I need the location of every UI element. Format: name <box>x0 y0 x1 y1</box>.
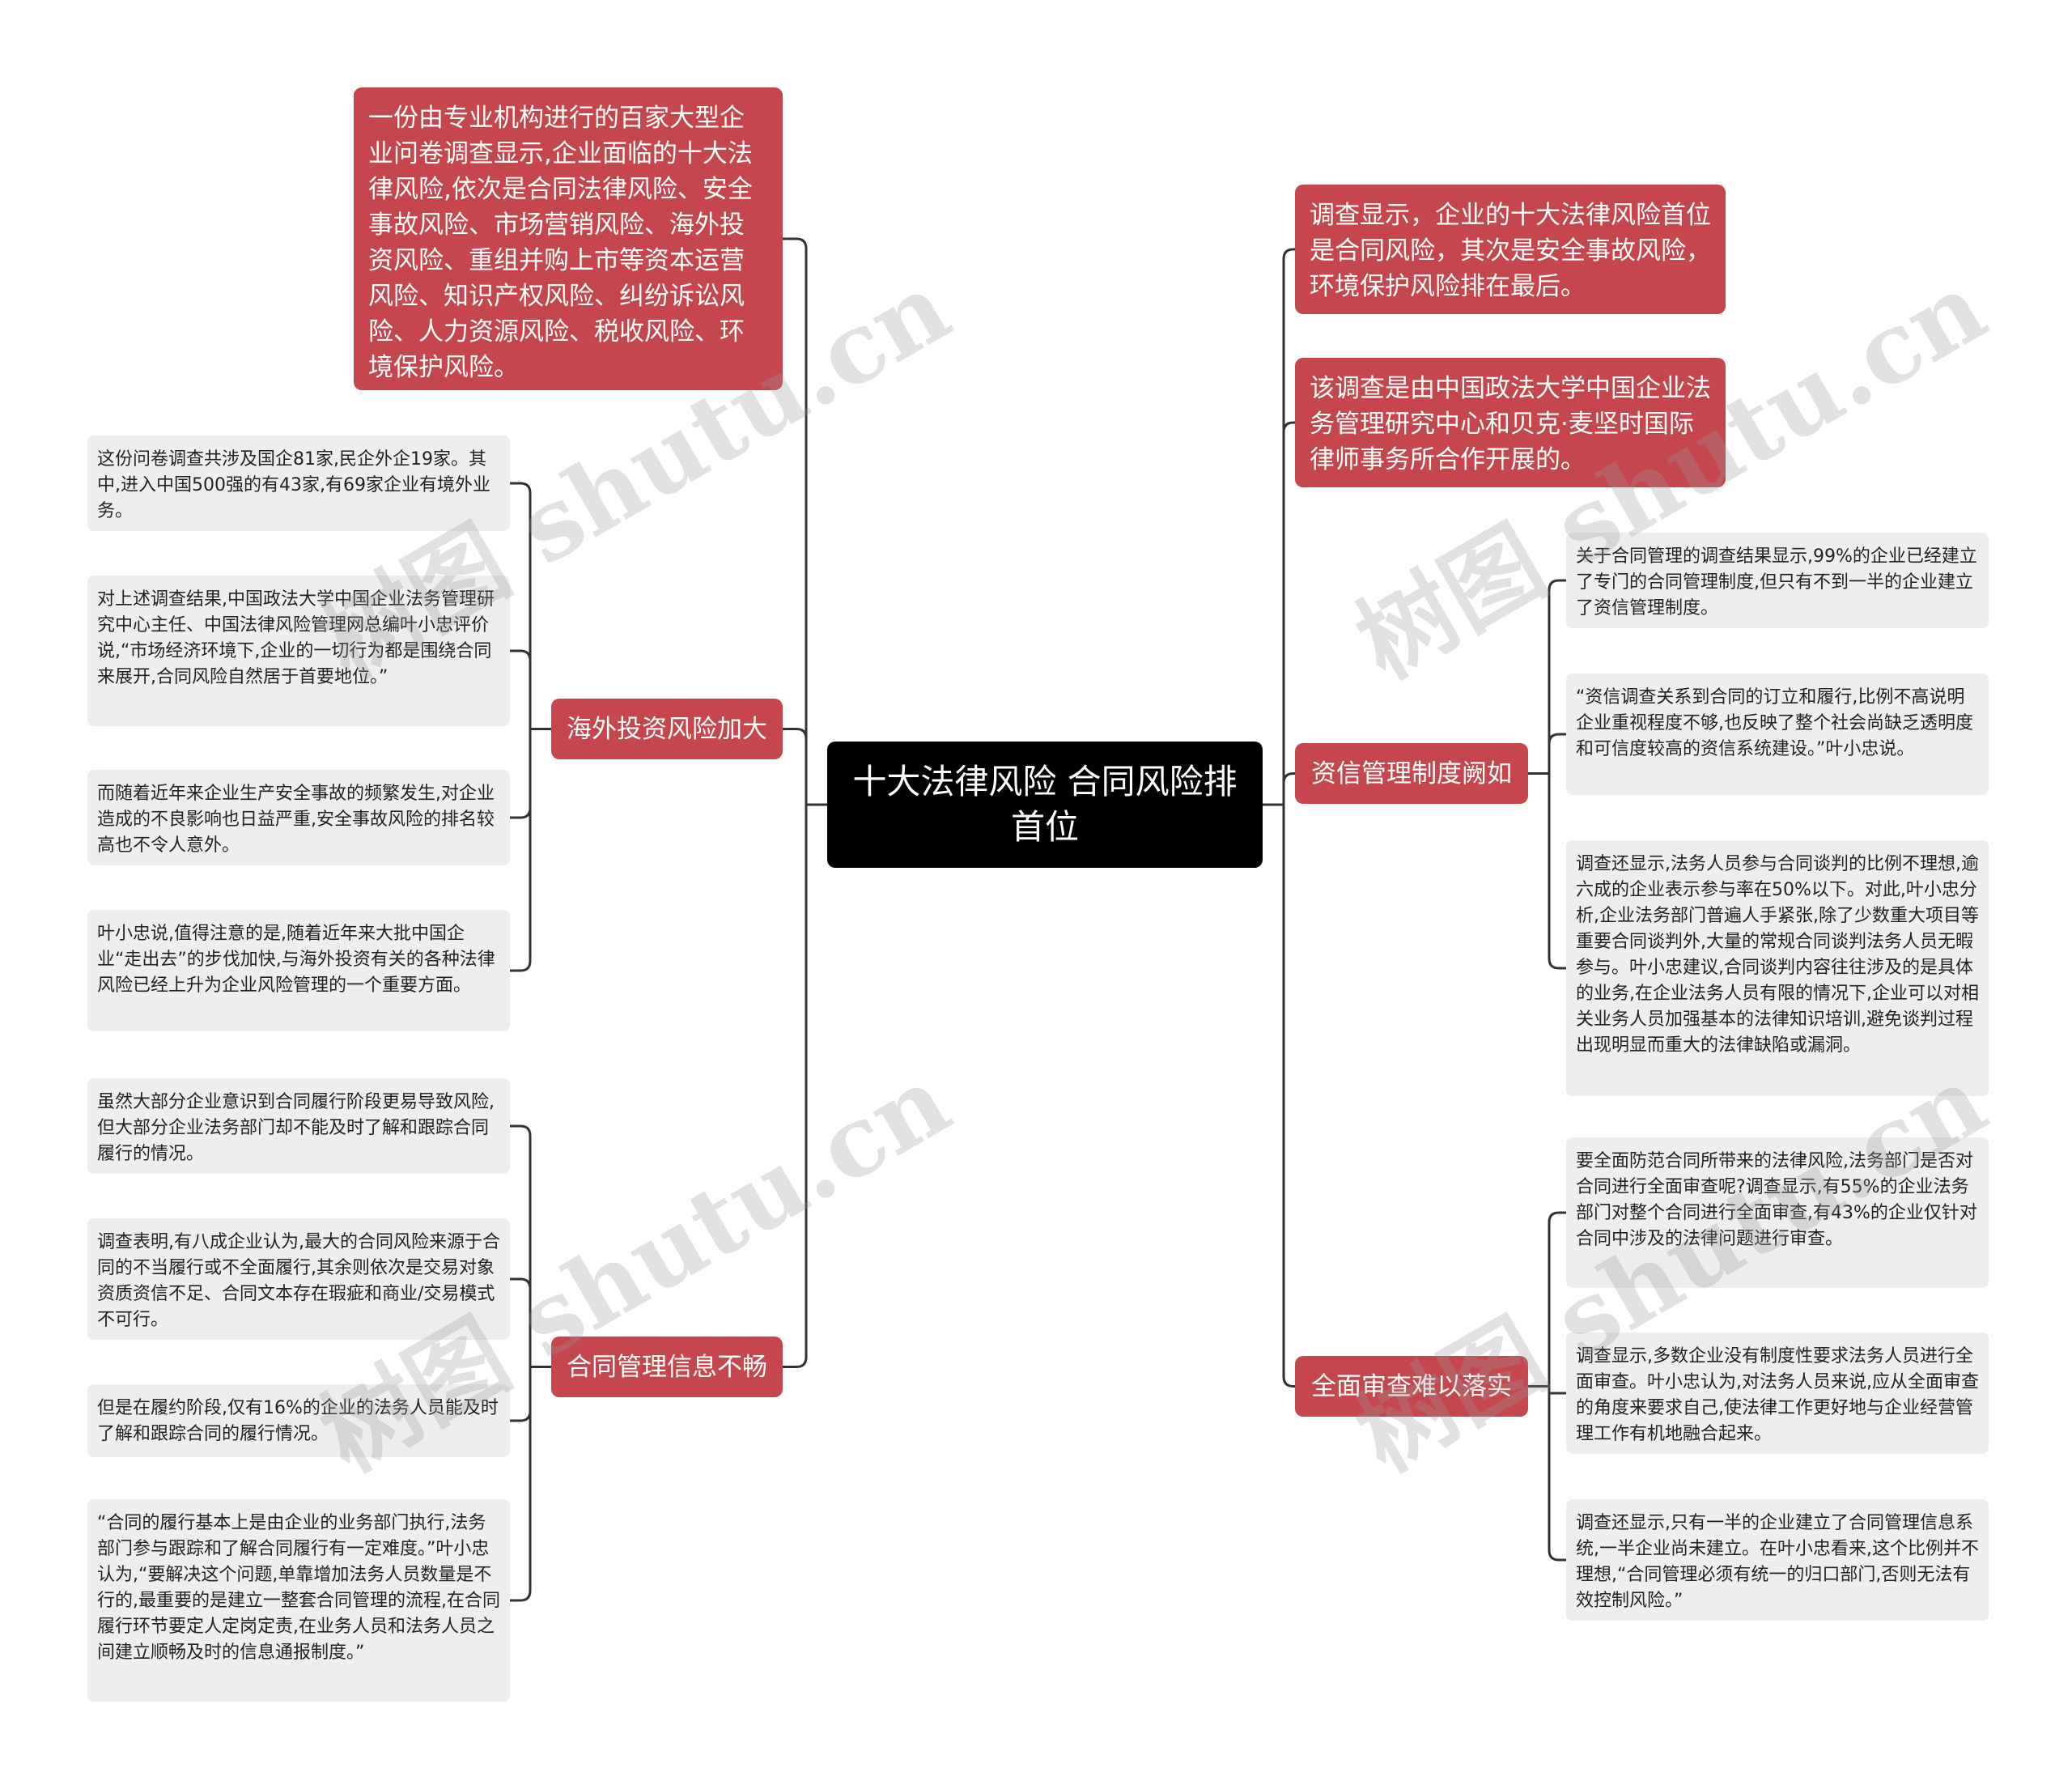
leaf-review-3[interactable]: 调查还显示,只有一半的企业建立了合同管理信息系统,一半企业尚未建立。在叶小忠看来… <box>1566 1499 1989 1621</box>
leaf-contract-info-1[interactable]: 虽然大部分企业意识到合同履行阶段更易导致风险,但大部分企业法务部门却不能及时了解… <box>87 1078 510 1174</box>
overseas-link <box>510 729 532 972</box>
contract-info-link <box>510 1124 532 1367</box>
right-note-survey-ranking[interactable]: 调查显示，企业的十大法律风险首位是合同风险，其次是安全事故风险，环境保护风险排在… <box>1295 185 1726 314</box>
leaf-overseas-3[interactable]: 而随着近年来企业生产安全事故的频繁发生,对企业造成的不良影响也日益严重,安全事故… <box>87 770 510 865</box>
credit-link <box>1548 733 1566 774</box>
leaf-credit-3[interactable]: 调查还显示,法务人员参与合同谈判的比例不理想,逾六成的企业表示参与率在50%以下… <box>1566 840 1989 1096</box>
review-link <box>1548 1386 1566 1395</box>
credit-link <box>1548 773 1566 970</box>
overseas-link <box>510 729 532 819</box>
right-note-survey-organizer[interactable]: 该调查是由中国政法大学中国企业法务管理研究中心和贝克·麦坚时国际律师事务所合作开… <box>1295 358 1726 487</box>
leaf-overseas-2[interactable]: 对上述调查结果,中国政法大学中国企业法务管理研究中心主任、中国法律风险管理网总编… <box>87 576 510 726</box>
leaf-contract-info-2[interactable]: 调查表明,有八成企业认为,最大的合同风险来源于合同的不当履行或不全面履行,其余则… <box>87 1218 510 1340</box>
root-right-link <box>1282 248 1295 805</box>
topic-overseas-investment[interactable]: 海外投资风险加大 <box>551 699 783 759</box>
contract-info-link <box>510 1277 532 1367</box>
topic-comprehensive-review[interactable]: 全面审查难以落实 <box>1295 1356 1528 1417</box>
leaf-contract-info-4[interactable]: “合同的履行基本上是由企业的业务部门执行,法务部门参与跟踪和了解合同履行有一定难… <box>87 1499 510 1702</box>
topic-credit-management[interactable]: 资信管理制度阙如 <box>1295 743 1528 804</box>
root-left-link <box>783 237 808 805</box>
review-link <box>1548 1386 1566 1562</box>
leaf-review-2[interactable]: 调查显示,多数企业没有制度性要求法务人员进行全面审查。叶小忠认为,对法务人员来说… <box>1566 1332 1989 1454</box>
root-right-link <box>1282 421 1295 805</box>
leaf-overseas-4[interactable]: 叶小忠说,值得注意的是,随着近年来大批中国企业“走出去”的步伐加快,与海外投资有… <box>87 910 510 1031</box>
overseas-link <box>510 482 532 729</box>
leaf-credit-1[interactable]: 关于合同管理的调查结果显示,99%的企业已经建立了专门的合同管理制度,但只有不到… <box>1566 533 1989 628</box>
root-left-link <box>783 728 808 805</box>
root-right-link <box>1282 805 1295 1388</box>
leaf-overseas-1[interactable]: 这份问卷调查共涉及国企81家,民企外企19家。其中,进入中国500强的有43家,… <box>87 436 510 531</box>
contract-info-link <box>510 1366 532 1602</box>
root-left-link <box>783 805 808 1368</box>
overseas-link <box>510 649 532 729</box>
left-note-survey-summary[interactable]: 一份由专业机构进行的百家大型企业问卷调查显示,企业面临的十大法律风险,依次是合同… <box>354 87 783 390</box>
leaf-credit-2[interactable]: “资信调查关系到合同的订立和履行,比例不高说明企业重视程度不够,也反映了整个社会… <box>1566 674 1989 795</box>
contract-info-link <box>510 1366 532 1422</box>
topic-contract-information[interactable]: 合同管理信息不畅 <box>551 1337 783 1397</box>
leaf-review-1[interactable]: 要全面防范合同所带来的法律风险,法务部门是否对合同进行全面审查呢?调查显示,有5… <box>1566 1137 1989 1288</box>
credit-link <box>1548 579 1566 774</box>
root-topic[interactable]: 十大法律风险 合同风险排首位 <box>827 742 1263 868</box>
root-right-link <box>1282 772 1295 805</box>
review-link <box>1548 1211 1566 1387</box>
leaf-contract-info-3[interactable]: 但是在履约阶段,仅有16%的企业的法务人员能及时了解和跟踪合同的履行情况。 <box>87 1384 510 1457</box>
